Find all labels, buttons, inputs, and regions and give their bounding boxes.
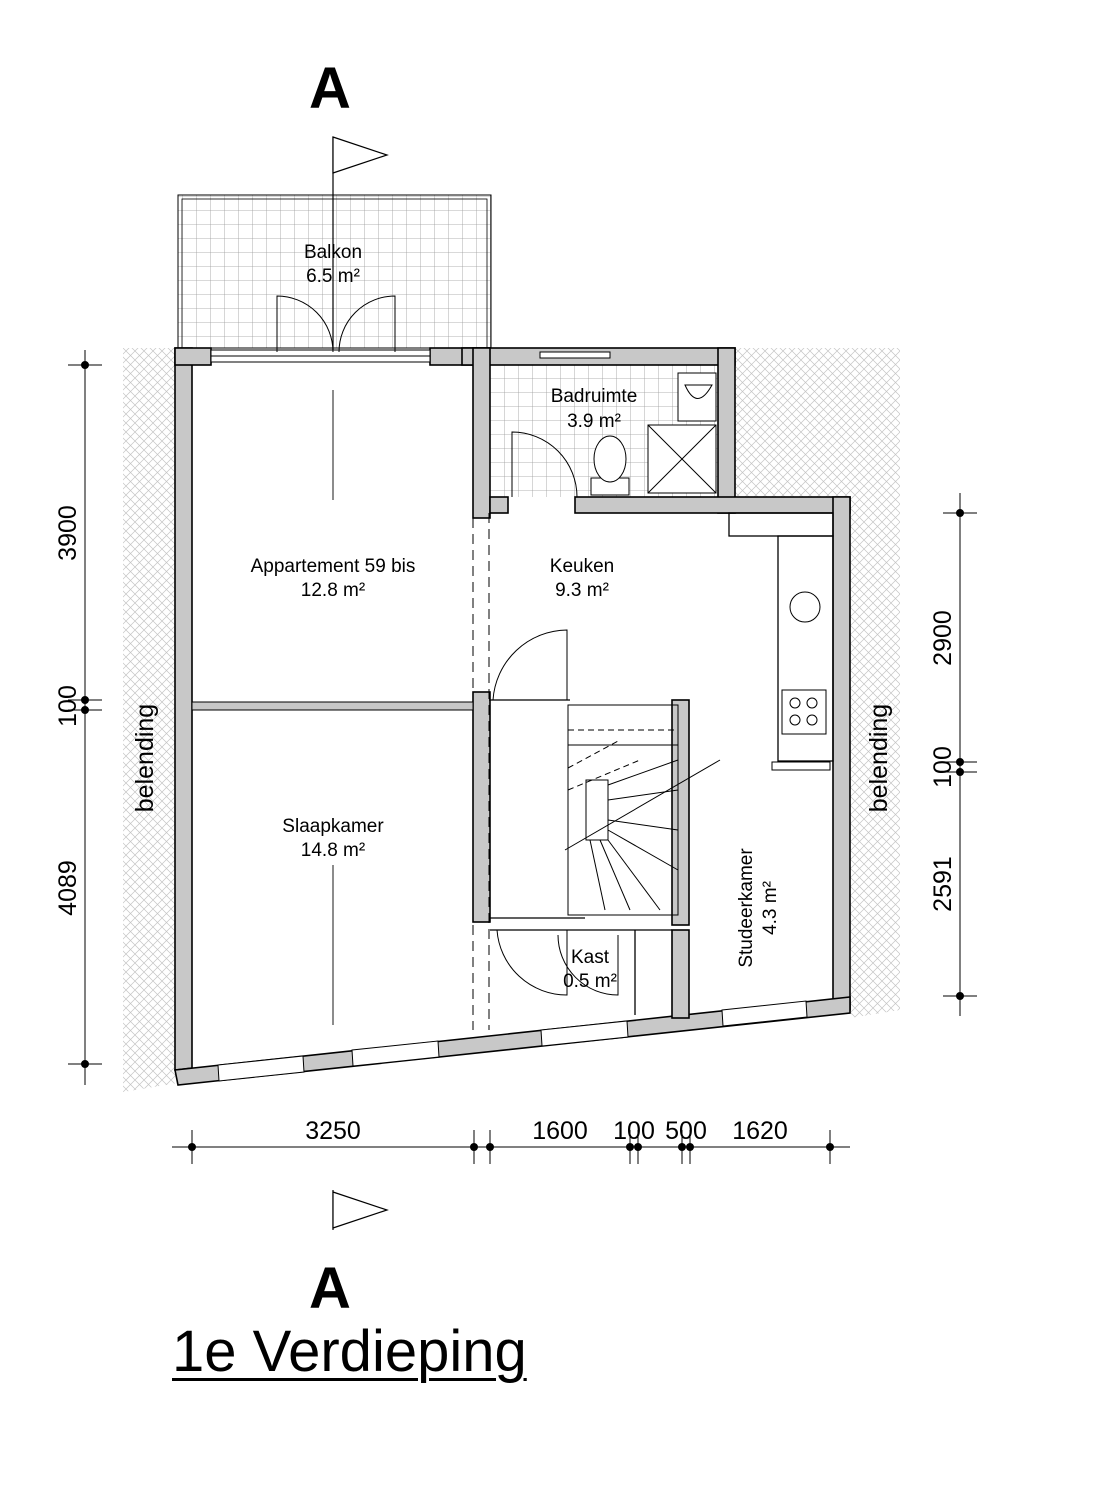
- room-name-kast: Kast: [571, 947, 610, 968]
- dim-bottom-5: 1620: [732, 1117, 788, 1145]
- neighbour-label-left: belending: [131, 704, 159, 812]
- room-area-keuken: 9.3 m²: [555, 580, 609, 601]
- neighbour-hatch: [123, 348, 900, 1092]
- dim-right-2: 100: [929, 746, 957, 788]
- interior-lines: [332, 390, 834, 1030]
- dim-left-1: 3900: [54, 505, 82, 561]
- section-flags: [332, 136, 389, 1230]
- dim-bottom-4: 500: [665, 1117, 707, 1145]
- stairs: [564, 704, 721, 916]
- room-area-studeerkamer: 4.3 m²: [760, 881, 781, 935]
- dim-bottom-3: 100: [613, 1117, 655, 1145]
- windows: [210, 349, 831, 1082]
- dim-left-2: 100: [54, 685, 82, 727]
- room-name-slaapkamer: Slaapkamer: [282, 816, 384, 837]
- section-marker-top: A: [309, 56, 351, 121]
- page-title: 1e Verdieping: [172, 1319, 527, 1384]
- dim-bottom-2: 1600: [532, 1117, 588, 1145]
- dim-left-3: 4089: [54, 860, 82, 916]
- neighbour-label-right: belending: [865, 704, 893, 812]
- room-area-kast: 0.5 m²: [563, 971, 617, 992]
- room-area-balkon: 6.5 m²: [306, 266, 360, 287]
- room-area-badruimte: 3.9 m²: [567, 411, 621, 432]
- walls: [174, 347, 851, 1086]
- room-labels: Balkon 6.5 m² Badruimte 3.9 m² Apparteme…: [251, 242, 781, 992]
- bedroom-divider: [191, 701, 474, 711]
- dim-bottom-1: 3250: [305, 1117, 361, 1145]
- doors: [276, 295, 619, 996]
- dimension-lines: [68, 350, 977, 1164]
- room-area-appartement: 12.8 m²: [301, 580, 365, 601]
- room-name-balkon: Balkon: [304, 242, 362, 263]
- dim-right-3: 2591: [929, 856, 957, 912]
- sanitary: [590, 372, 827, 735]
- room-name-appartement: Appartement 59 bis: [251, 556, 416, 577]
- room-name-keuken: Keuken: [550, 556, 614, 577]
- room-name-studeerkamer: Studeerkamer: [736, 848, 757, 968]
- room-area-slaapkamer: 14.8 m²: [301, 840, 365, 861]
- balcony: [177, 194, 492, 349]
- section-marker-bottom: A: [309, 1256, 351, 1321]
- dim-right-1: 2900: [929, 610, 957, 666]
- room-name-badruimte: Badruimte: [551, 386, 638, 407]
